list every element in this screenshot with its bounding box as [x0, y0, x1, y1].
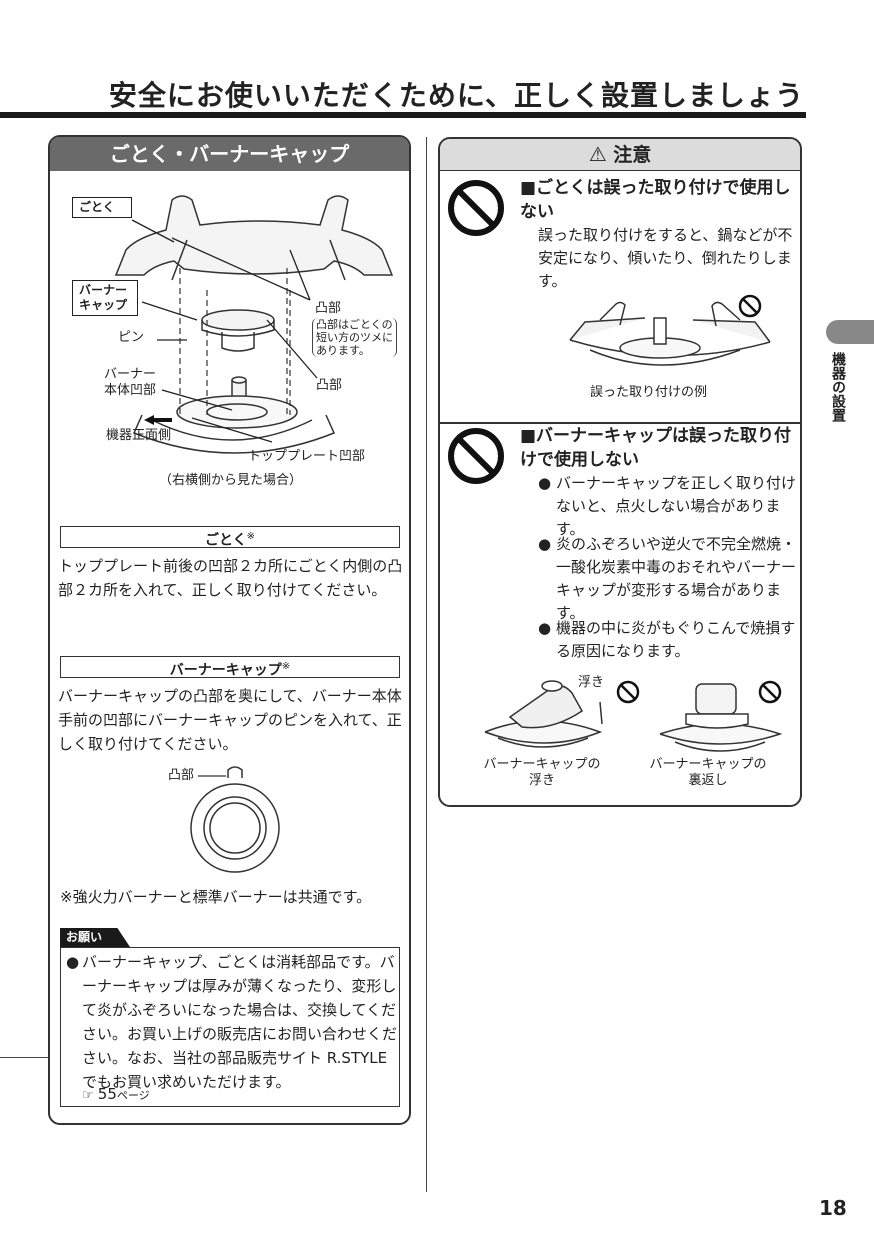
burner-cap-wrong-diagrams [484, 680, 783, 752]
margin-mark [0, 1057, 48, 1058]
small-prohibit-icon [738, 294, 762, 318]
label-burner-cap-line2: キャップ [79, 298, 128, 312]
gotoku-mark: ※ [246, 531, 255, 542]
caution2-bullet-2: 炎のふぞろいや逆火で不完全燃焼・一酸化炭素中毒のおそれやバーナーキャップが変形す… [556, 535, 797, 622]
caption-upside-down: バーナーキャップの 裏返し [646, 757, 770, 789]
request-box [60, 947, 400, 1107]
bullet-icon: ● [538, 474, 552, 492]
wrong-gotoku-diagram [569, 294, 771, 366]
float-label: 浮き [578, 675, 605, 690]
left-panel-header: ごとく・バーナーキャップ [50, 137, 409, 171]
request-tag: お願い [60, 928, 130, 947]
side-tab-label: 機器の設置 [830, 352, 846, 422]
label-front-side: 機器正面側 [106, 428, 172, 443]
convex-note-line1: 凸部はごとくの [316, 318, 393, 331]
burner-cap-text: バーナーキャップの凸部を奥にして、バーナー本体手前の凹部にバーナーキャップのピン… [58, 687, 402, 753]
burner-body-line1: バーナー [104, 367, 157, 382]
caution-panel: ⚠ 注意 [438, 137, 802, 807]
label-burner-cap-line1: バーナー [79, 283, 128, 297]
diagram-caption: （右横側から見た場合） [159, 473, 303, 488]
caution-title: 注意 [613, 144, 652, 166]
caption-float-line2: 浮き [528, 773, 555, 788]
left-panel: ごとく・バーナーキャップ [48, 135, 411, 1125]
bullet-icon: ● [538, 619, 552, 637]
burner-body-line2: 本体凹部 [104, 383, 157, 398]
label-burner-cap: バーナー キャップ [72, 280, 138, 316]
section-side-tab [826, 320, 874, 344]
convex-note-line3: あります。 [316, 344, 370, 357]
title-rule [0, 112, 806, 118]
warning-triangle-icon: ⚠ [588, 142, 607, 166]
caution2-title: ■バーナーキャップは誤った取り付けで使用しない [520, 426, 792, 470]
gotoku-title: ごとく [205, 532, 247, 549]
burner-cap-section-title: バーナーキャップ※ [60, 656, 400, 679]
burner-cap-title: バーナーキャップ [169, 662, 282, 679]
label-convex-1: 凸部 [315, 301, 342, 316]
convex-note-line2: 短い方のツメに [316, 331, 393, 344]
ref-page-number[interactable]: 55 [97, 1085, 117, 1103]
page-number: 18 [819, 1196, 847, 1220]
caution1-caption: 誤った取り付けの例 [590, 385, 708, 400]
burner-cap-top-view [190, 766, 280, 873]
caption-float: バーナーキャップの 浮き [480, 757, 604, 789]
caption-upside-down-line2: 裏返し [688, 773, 728, 788]
gotoku-section-title: ごとく※ [60, 526, 400, 549]
burner-cap-mark: ※ [281, 661, 291, 672]
caption-upside-down-line1: バーナーキャップの [649, 757, 767, 772]
convex-note: 凸部はごとくの 短い方のツメに あります。 [312, 318, 397, 357]
ref-pointer-icon: ☞ [82, 1088, 94, 1103]
caution2-bullet-1: バーナーキャップを正しく取り付けないと、点火しない場合があります。 [556, 474, 797, 538]
request-ref: ☞ 55ページ [82, 1086, 150, 1104]
caution-header: ⚠ 注意 [440, 139, 800, 171]
label-burner-body: バーナー 本体凹部 [104, 367, 156, 399]
prohibited-icon [448, 428, 504, 484]
caution2-bullet-3: 機器の中に炎がもぐりこんで焼損する原因になります。 [556, 619, 796, 660]
caution1-text: 誤った取り付けをすると、鍋などが不安定になり、傾いたり、倒れたりします。 [538, 226, 793, 290]
request-bullet: ● [66, 953, 80, 971]
caution1-title: ■ごとくは誤った取り付けで使用しない [520, 178, 791, 222]
gotoku-text: トッププレート前後の凹部２カ所にごとく内側の凸部２カ所を入れて、正しく取り付けて… [58, 557, 403, 599]
caption-float-line1: バーナーキャップの [483, 757, 601, 772]
page-title: 安全にお使いいただくために、正しく設置しましょう [108, 79, 804, 112]
ref-page-suffix: ページ [116, 1089, 150, 1102]
column-divider [426, 137, 427, 1192]
label-pin: ピン [118, 330, 145, 345]
label-convex-3: 凸部 [168, 768, 195, 783]
label-top-plate: トッププレート凹部 [248, 449, 366, 464]
bullet-icon: ● [538, 535, 552, 553]
label-convex-2: 凸部 [316, 378, 343, 393]
label-gotoku: ごとく [72, 197, 132, 218]
gotoku-burner-diagram [114, 195, 394, 454]
caution-separator [440, 422, 800, 424]
request-text: バーナーキャップ、ごとくは消耗部品です。バーナーキャップは厚みが薄くなったり、変… [82, 953, 398, 1091]
common-note: ※強火力バーナーと標準バーナーは共通です。 [60, 888, 372, 906]
prohibited-icon [448, 180, 504, 236]
